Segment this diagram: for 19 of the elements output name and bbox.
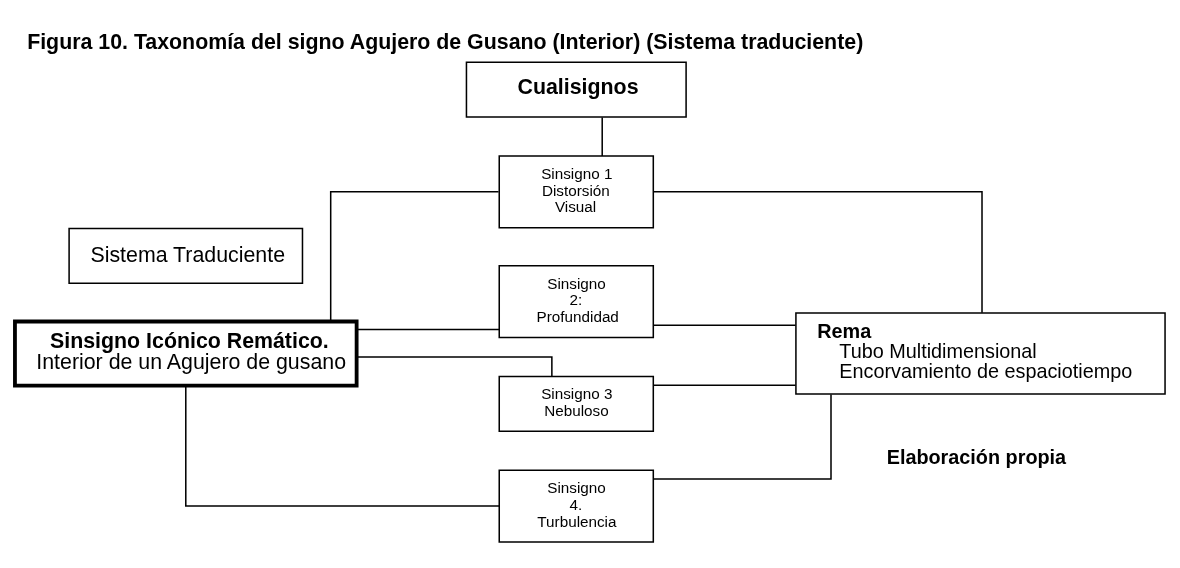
node-box: Cualisignos (465, 60, 687, 118)
connector (356, 355, 553, 377)
connector (329, 190, 500, 322)
node-box: Rema Tubo Multidimensional Encorvamiento de espaciotiempo (795, 311, 1166, 395)
node-box: Sinsigno 4. Turbulencia (498, 468, 655, 543)
node-box: Sistema Traduciente (68, 227, 304, 284)
node-box: Sinsigno Icónico Remático. Interior de un Agujero de gusano (13, 319, 359, 387)
node-box: Sinsigno 1 Distorsión Visual (498, 154, 655, 228)
connector (652, 383, 797, 386)
connector (652, 324, 797, 326)
connector (652, 393, 832, 480)
connector (356, 328, 500, 330)
diagram-title: Figura 10. Taxonomía del signo Agujero de Gusano (Interior) (Sistema traduciente) (27, 29, 864, 54)
connector (652, 190, 983, 313)
connector (185, 384, 500, 507)
node-box: Sinsigno 3 Nebuloso (498, 375, 655, 432)
connector (601, 116, 603, 157)
node-box: Sinsigno 2: Profundidad (498, 264, 655, 338)
label: Elaboración propia (886, 445, 1067, 468)
